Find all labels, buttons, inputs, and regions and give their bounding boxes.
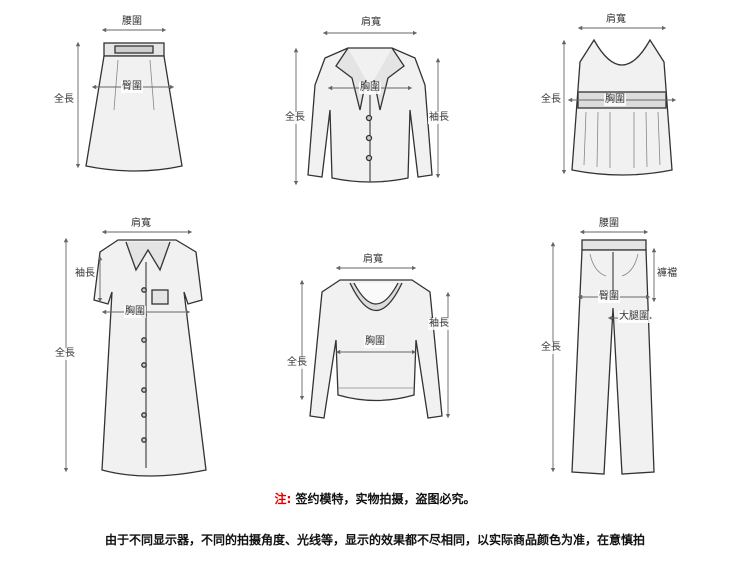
- pants-thigh-label: 大腿圍: [618, 311, 650, 323]
- pants-rise-label: 褲襠: [656, 268, 678, 280]
- sweater-shoulder-label: 肩寬: [362, 254, 384, 266]
- tank-top-figure: [571, 38, 673, 176]
- tank-shoulder-label: 肩寬: [605, 14, 627, 26]
- note-prefix: 注:: [274, 492, 292, 506]
- dress-shoulder-label: 肩寬: [130, 218, 152, 230]
- skirt-hip-label: 臀圍: [121, 81, 143, 93]
- skirt-figure: [85, 42, 183, 172]
- pants-length-label: 全長: [540, 342, 562, 354]
- sweater-sleeve-label: 袖長: [428, 318, 450, 330]
- dress-chest-label: 胸圍: [124, 306, 146, 318]
- note-text: 签约模特，实物拍摄，盗图必究。: [295, 492, 476, 506]
- copyright-note: 注: 签约模特，实物拍摄，盗图必究。: [0, 491, 750, 507]
- pants-waist-label: 腰圍: [598, 218, 620, 230]
- skirt-length-label: 全長: [53, 94, 75, 106]
- dress-length-label: 全長: [54, 348, 76, 360]
- pants-hip-label: 臀圍: [598, 291, 620, 303]
- sweater-chest-label: 胸圍: [364, 336, 386, 348]
- trousers-figure: [571, 239, 655, 475]
- jacket-figure: [307, 47, 433, 183]
- sweater-measure-lines: [299, 265, 451, 419]
- shirt-dress-figure: [93, 239, 207, 477]
- garment-illustrations: [63, 25, 677, 477]
- tank-length-label: 全長: [540, 94, 562, 106]
- jacket-length-label: 全長: [284, 112, 306, 124]
- jacket-sleeve-label: 袖長: [428, 112, 450, 124]
- sweater-figure: [309, 279, 443, 419]
- color-disclaimer: 由于不同显示器，不同的拍摄角度、光线等，显示的效果都不尽相同，以实际商品颜色为准…: [104, 533, 645, 547]
- jacket-shoulder-label: 肩寬: [360, 17, 382, 29]
- tank-chest-label: 胸圍: [604, 94, 626, 106]
- sweater-length-label: 全長: [286, 357, 308, 369]
- skirt-waist-label: 腰圍: [121, 16, 143, 28]
- dress-sleeve-label: 袖長: [74, 268, 96, 280]
- jacket-chest-label: 胸圍: [359, 82, 381, 94]
